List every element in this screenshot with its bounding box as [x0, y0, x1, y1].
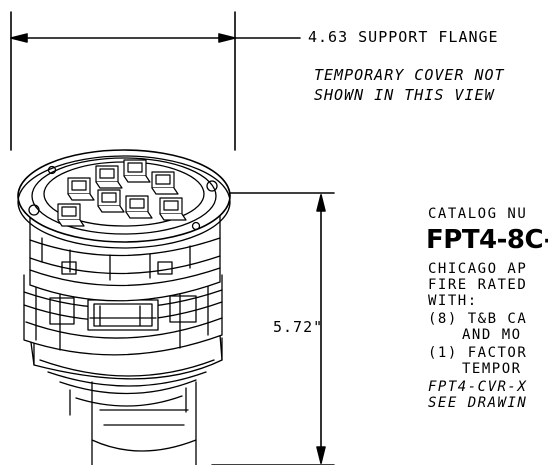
catalog-number: FPT4-8C-: [426, 225, 548, 255]
catalog-line-5: AND MO: [462, 327, 522, 343]
device-body: [17, 149, 231, 465]
catalog-line-9: SEE DRAWIN: [428, 395, 528, 411]
catalog-line-4: (8) T&B CA: [428, 311, 528, 327]
catalog-heading: CATALOG NU: [428, 206, 528, 222]
height-label: 5.72": [273, 318, 324, 336]
cover-note-line-2: SHOWN IN THIS VIEW: [314, 86, 495, 104]
flange-width-dimension: [10, 11, 301, 151]
catalog-line-3: WITH:: [428, 293, 478, 309]
catalog-line-2: FIRE RATED: [428, 277, 528, 293]
catalog-line-8: FPT4-CVR-X: [428, 379, 528, 395]
catalog-line-7: TEMPOR: [462, 361, 522, 377]
height-dimension: [204, 192, 335, 465]
flange-width-label: 4.63 SUPPORT FLANGE: [308, 28, 499, 46]
catalog-line-1: CHICAGO AP: [428, 261, 528, 277]
catalog-line-6: (1) FACTOR: [428, 345, 528, 361]
jack-array: [57, 159, 187, 227]
cover-note-line-1: TEMPORARY COVER NOT: [314, 66, 505, 84]
